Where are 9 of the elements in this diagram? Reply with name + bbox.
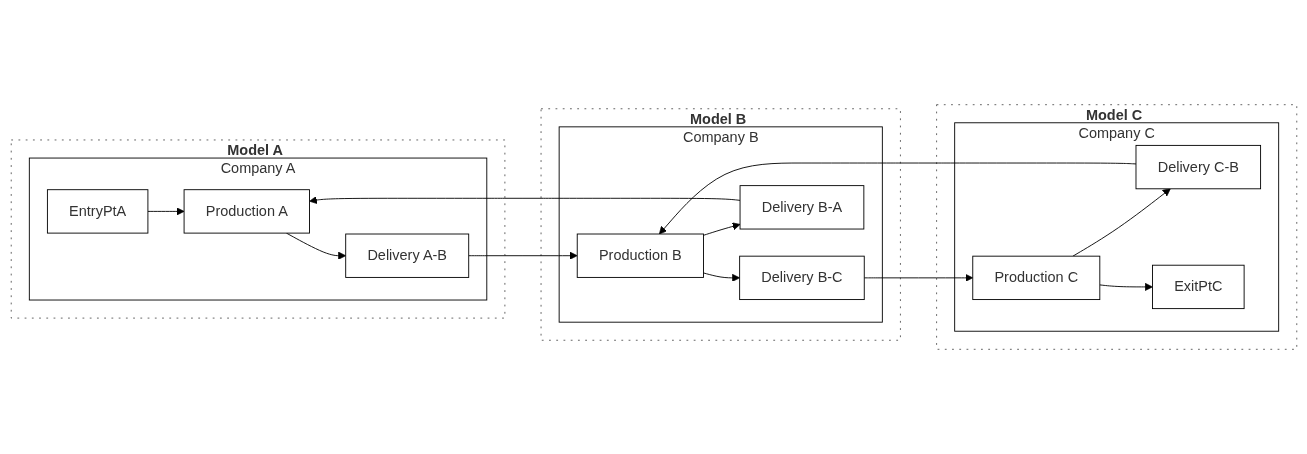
- node-box: Delivery B-C: [738, 255, 865, 300]
- node-box: Production B: [576, 233, 704, 278]
- node-box: Delivery B-A: [739, 185, 864, 230]
- node-box: Production A: [183, 189, 310, 234]
- node-box: Delivery A-B: [344, 233, 469, 278]
- node-box: ExitPtC: [1151, 264, 1245, 310]
- node-box: Production C: [971, 255, 1100, 300]
- node-box: Delivery C-B: [1135, 144, 1261, 190]
- node-box: EntryPtA: [46, 189, 148, 234]
